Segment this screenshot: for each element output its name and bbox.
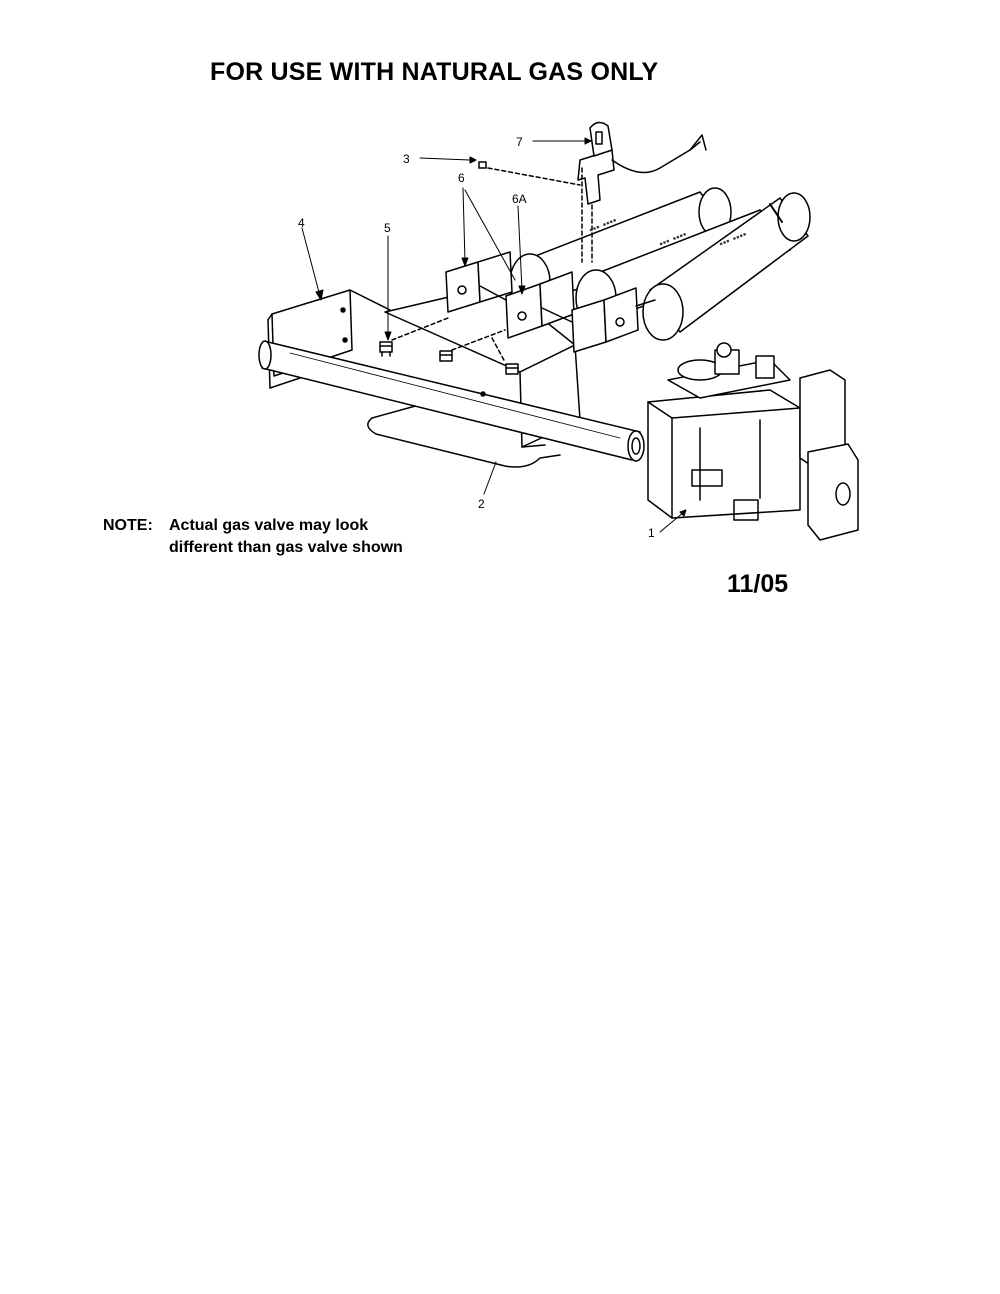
orifice-parts bbox=[379, 317, 519, 375]
screw-part bbox=[478, 161, 581, 186]
pilot-tubing-part bbox=[367, 401, 561, 468]
callout-4: 4 bbox=[298, 216, 305, 230]
callout-3: 3 bbox=[403, 152, 410, 166]
callout-5: 5 bbox=[384, 221, 391, 235]
revision-date: 11/05 bbox=[727, 570, 789, 598]
callout-6a: 6A bbox=[512, 192, 527, 206]
callout-2: 2 bbox=[478, 497, 485, 511]
note-line-1: Actual gas valve may look bbox=[169, 517, 369, 534]
note-line-2: different than gas valve shown bbox=[169, 539, 403, 556]
manifold-pipe-drawing bbox=[258, 340, 645, 462]
burner-blocks bbox=[445, 251, 656, 353]
callout-7: 7 bbox=[516, 135, 523, 149]
callout-6: 6 bbox=[458, 171, 465, 185]
page-title: FOR USE WITH NATURAL GAS ONLY bbox=[210, 58, 659, 86]
pilot-assembly-drawing bbox=[577, 121, 707, 263]
leader-lines bbox=[301, 137, 687, 533]
gas-valve-drawing bbox=[647, 342, 859, 541]
callout-1: 1 bbox=[648, 526, 655, 540]
note-label: NOTE: bbox=[103, 517, 153, 534]
